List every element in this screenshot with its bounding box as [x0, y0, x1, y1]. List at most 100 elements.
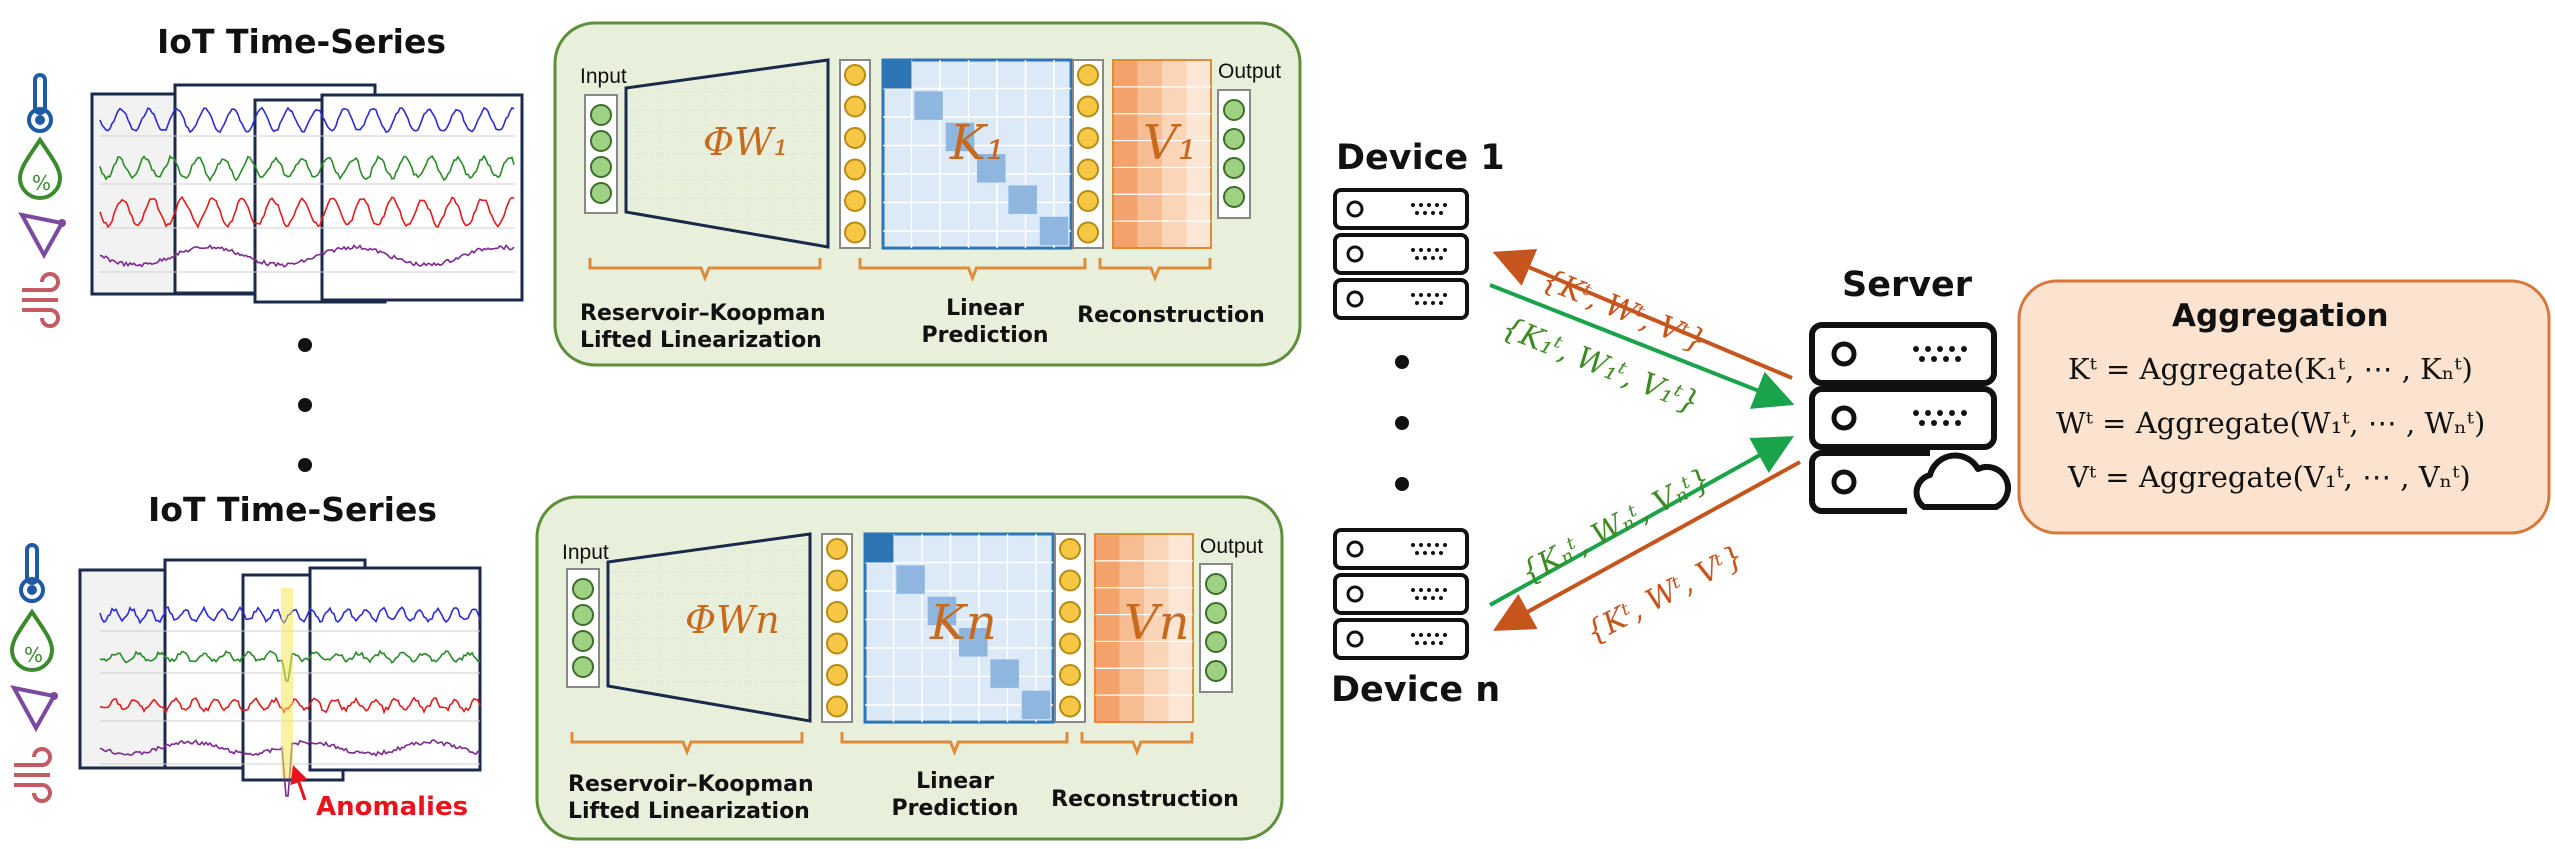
server-vent — [1411, 203, 1415, 207]
server-vent — [1431, 301, 1435, 305]
server-vent — [1411, 588, 1415, 592]
server-vent — [1431, 211, 1435, 215]
latent-node — [826, 569, 848, 592]
matrix-diagonal-cell — [914, 91, 943, 120]
lifting-trapezoid — [624, 58, 830, 249]
ellipsis-dots-devices — [1395, 355, 1409, 491]
stage-brace — [570, 732, 804, 757]
matrix-diagonal-cell — [945, 122, 975, 152]
server-vent — [1443, 588, 1447, 592]
input-node — [590, 156, 612, 178]
pressure-gauge-icon — [10, 685, 58, 733]
timeseries-stack-top — [90, 83, 524, 304]
device1-server-icon — [1333, 188, 1469, 320]
server-vent — [1443, 543, 1447, 547]
pressure-gauge-icon — [18, 212, 66, 260]
server-vent — [1415, 301, 1419, 305]
reconstruction-column — [1119, 534, 1144, 722]
stage2-line1-bottom: Linear — [916, 769, 994, 794]
server-led — [1346, 585, 1364, 603]
timeseries-title-bottom: IoT Time-Series — [148, 490, 437, 529]
input-node — [572, 656, 594, 678]
server-unit — [1333, 618, 1469, 660]
k-label-top: K₁ — [950, 115, 1006, 171]
timeseries-stack-bottom — [78, 558, 482, 797]
server-unit — [1333, 573, 1469, 615]
output-node — [1205, 573, 1227, 595]
latent-node — [844, 158, 866, 181]
reconstruction-column — [1113, 60, 1138, 248]
anomaly-highlight — [281, 588, 293, 778]
server-vent — [1411, 633, 1415, 637]
phi-label-top: ΦW₁ — [703, 120, 789, 164]
v-label-top: V₁ — [1143, 115, 1197, 171]
latent-node — [1059, 538, 1081, 560]
server-cloud-icon — [1809, 322, 2011, 514]
stage1-line2-bottom: Lifted Linearization — [568, 799, 810, 824]
server-vent — [1439, 596, 1443, 600]
matrix-diagonal-cell — [927, 596, 957, 626]
input-node — [572, 578, 594, 600]
input-label-top: Input — [580, 65, 627, 88]
reconstruction-column — [1144, 534, 1169, 722]
matrix-diagonal-cell — [959, 628, 988, 657]
server-led — [1346, 245, 1364, 263]
svg-text:%: % — [24, 643, 43, 667]
output-label-bottom: Output — [1200, 535, 1264, 558]
server-vent — [1443, 248, 1447, 252]
ellipsis-dots-left — [298, 338, 312, 472]
latent-node — [826, 601, 848, 623]
latent-node — [1059, 664, 1081, 686]
latent-node — [826, 538, 848, 560]
server-vent — [1415, 256, 1419, 260]
server-vent — [1427, 293, 1431, 297]
stage1-line1-top: Reservoir–Koopman — [580, 301, 826, 326]
output-node — [1223, 157, 1245, 179]
input-label-bottom: Input — [562, 541, 609, 564]
server-led — [1346, 290, 1364, 308]
latent-column — [821, 533, 853, 723]
timeseries-frame — [308, 566, 482, 772]
server-vent — [1419, 203, 1423, 207]
server-vent — [1427, 248, 1431, 252]
server-vent — [1443, 203, 1447, 207]
stage3-label-bottom: Reconstruction — [1051, 787, 1239, 812]
latent-node — [826, 695, 848, 718]
server-vent — [1431, 256, 1435, 260]
stage-brace — [588, 258, 822, 283]
timeseries-line — [99, 106, 515, 134]
stage2-label-top: Linear Prediction — [885, 295, 1085, 349]
reconstruction-matrix — [1112, 59, 1212, 249]
server-vent — [1423, 211, 1427, 215]
server-vent — [1439, 211, 1443, 215]
matrix-diagonal-cell — [1021, 690, 1051, 720]
server-vent — [1435, 543, 1439, 547]
server-vent — [1431, 596, 1435, 600]
server-led — [1346, 200, 1364, 218]
server-vent — [1415, 211, 1419, 215]
output-node — [1223, 128, 1245, 150]
server-vent — [1443, 293, 1447, 297]
output-node — [1223, 186, 1245, 208]
latent-node — [1059, 569, 1081, 592]
timeseries-line — [99, 195, 515, 229]
server-vent — [1427, 588, 1431, 592]
timeseries-title-top: IoT Time-Series — [157, 22, 446, 61]
stage1-label-bottom: Reservoir–Koopman Lifted Linearization — [568, 771, 814, 825]
server-vent — [1439, 551, 1443, 555]
latent-node — [844, 221, 866, 244]
matrix-diagonal-cell — [1008, 185, 1037, 214]
server-vent — [1419, 543, 1423, 547]
stage-brace — [858, 258, 1087, 283]
server-vent — [1443, 633, 1447, 637]
server-led — [1346, 540, 1364, 558]
server-vent — [1423, 256, 1427, 260]
latent-node — [1077, 190, 1099, 212]
server-vent — [1411, 543, 1415, 547]
stage1-line2-top: Lifted Linearization — [580, 328, 822, 353]
matrix-diagonal-cell — [883, 60, 912, 89]
stage3-label-top: Reconstruction — [1077, 303, 1265, 328]
device1-label: Device 1 — [1336, 138, 1505, 178]
lifting-trapezoid — [606, 532, 812, 723]
latent-column — [839, 59, 871, 249]
